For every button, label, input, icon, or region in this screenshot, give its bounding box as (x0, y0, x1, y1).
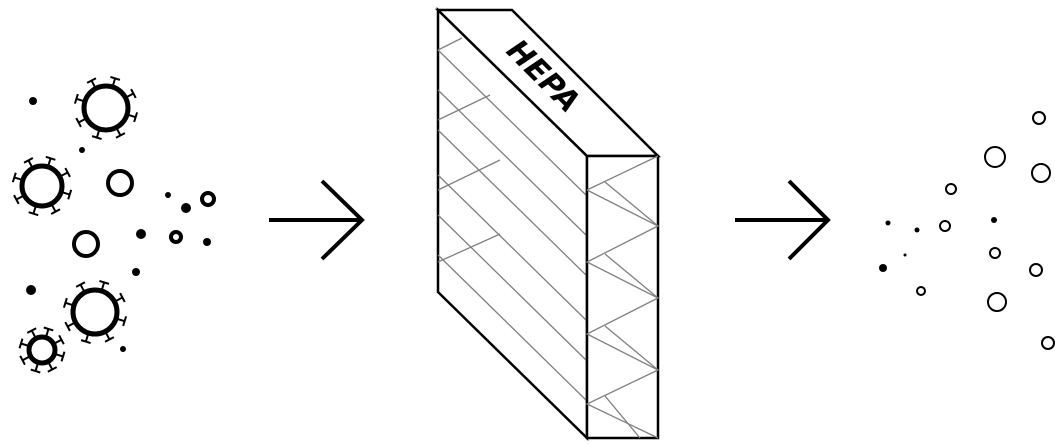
virus-icon (11, 155, 73, 217)
particle-dot (26, 285, 36, 295)
particle-ring (1031, 163, 1051, 183)
particle-dot (885, 220, 891, 226)
particle-dot (136, 229, 146, 239)
particle-dot (203, 238, 211, 246)
virus-icon (73, 75, 139, 141)
virus-icon (18, 326, 66, 374)
particle-dot (991, 217, 997, 223)
filter-side-face (585, 154, 660, 440)
particle-ring (1029, 263, 1043, 277)
particle-ring (916, 286, 926, 296)
particle-ring (200, 191, 216, 207)
particle-dot (29, 97, 37, 105)
particle-dot (79, 147, 85, 153)
particle-dot (914, 227, 920, 233)
arrow-right-icon (735, 179, 831, 261)
particle-dot (120, 346, 126, 352)
particle-ring (1032, 111, 1046, 125)
particle-ring (984, 146, 1006, 168)
particle-ring (987, 292, 1007, 312)
particle-ring (989, 247, 1001, 259)
particle-ring (106, 169, 134, 197)
unfiltered-particles (11, 75, 216, 374)
particle-dot (132, 268, 140, 276)
virus-icon (62, 279, 128, 345)
filter-front-pleats (437, 37, 588, 402)
particle-dot (181, 203, 191, 213)
particle-ring (169, 230, 183, 244)
particle-dot (165, 192, 171, 198)
particle-ring (72, 230, 100, 258)
hepa-filter: HEPA (434, 7, 662, 441)
arrow-right-icon (269, 179, 365, 261)
filter-side-pleats (585, 155, 660, 439)
particle-dot (903, 253, 907, 257)
particle-ring (1041, 336, 1055, 350)
particle-dot (879, 264, 887, 272)
particle-ring (939, 220, 951, 232)
filtered-particles (879, 111, 1055, 350)
particle-ring (945, 183, 957, 195)
